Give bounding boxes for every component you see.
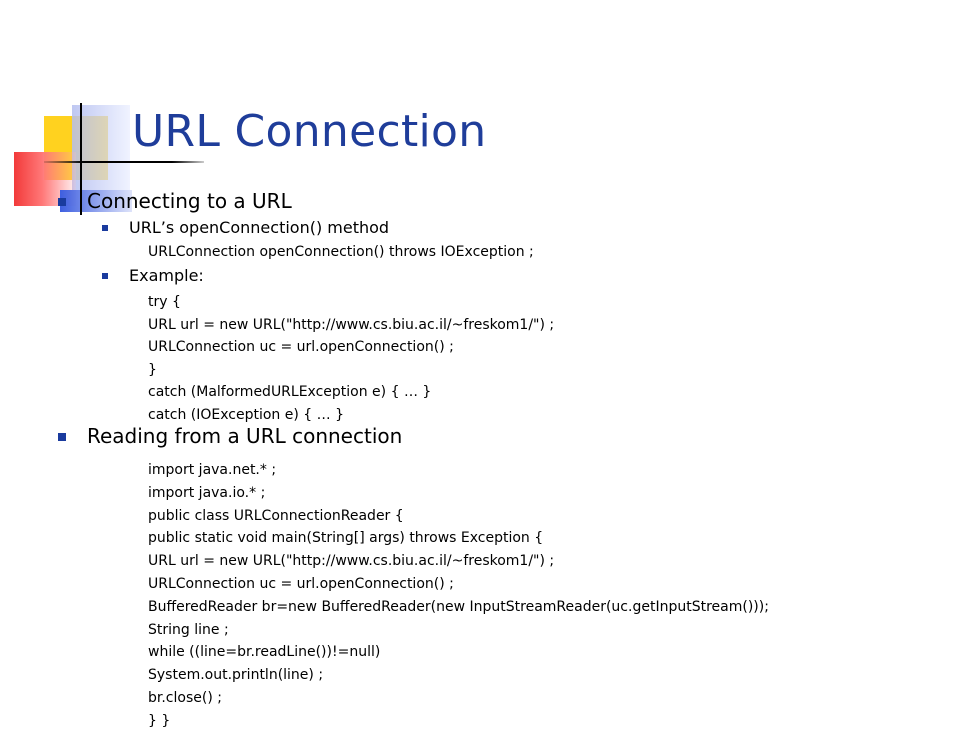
code-line: import java.net.* ;: [148, 462, 277, 478]
section-heading-reading: Reading from a URL connection: [87, 424, 403, 448]
decorative-vertical-line: [80, 103, 82, 215]
code-line: public class URLConnectionReader {: [148, 507, 404, 524]
code-line: catch (MalformedURLException e) { … }: [148, 384, 432, 400]
code-line: URL url = new URL("http://www.cs.biu.ac.…: [148, 316, 555, 333]
decorative-bar-blue: [60, 190, 132, 212]
reader-code-block: import java.net.* ; import java.io.* ; pub…: [148, 459, 769, 733]
bullet-icon: [58, 198, 66, 206]
slide-title: URL Connection: [132, 106, 487, 157]
code-line: }: [148, 361, 157, 378]
code-line: while ((line=br.readLine())!=null): [148, 644, 381, 661]
code-line: } }: [148, 712, 171, 729]
bullet-icon: [102, 225, 108, 231]
code-line: System.out.println(line) ;: [148, 667, 324, 684]
subpoint-example: Example:: [129, 266, 204, 285]
code-line: try {: [148, 294, 181, 310]
code-line: String line ;: [148, 621, 229, 638]
subpoint-openconnection: URL’s openConnection() method: [129, 218, 390, 237]
code-line: URL url = new URL("http://www.cs.biu.ac.…: [148, 553, 555, 570]
section-heading-connecting: Connecting to a URL: [87, 189, 292, 213]
example-code-block: try { URL url = new URL("http://www.cs.b…: [148, 291, 554, 426]
code-line: BufferedReader br=new BufferedReader(new…: [148, 598, 769, 615]
code-line: catch (IOException e) { … }: [148, 406, 344, 423]
code-line: public static void main(String[] args) t…: [148, 530, 544, 547]
bullet-icon: [58, 433, 66, 441]
bullet-icon: [102, 273, 108, 279]
decorative-horizontal-line: [44, 161, 204, 163]
code-line: URLConnection openConnection() throws IO…: [148, 244, 534, 260]
code-line: URLConnection uc = url.openConnection() …: [148, 339, 454, 355]
code-line: br.close() ;: [148, 689, 222, 706]
code-line: URLConnection uc = url.openConnection() …: [148, 575, 454, 592]
code-line: import java.io.* ;: [148, 484, 266, 501]
